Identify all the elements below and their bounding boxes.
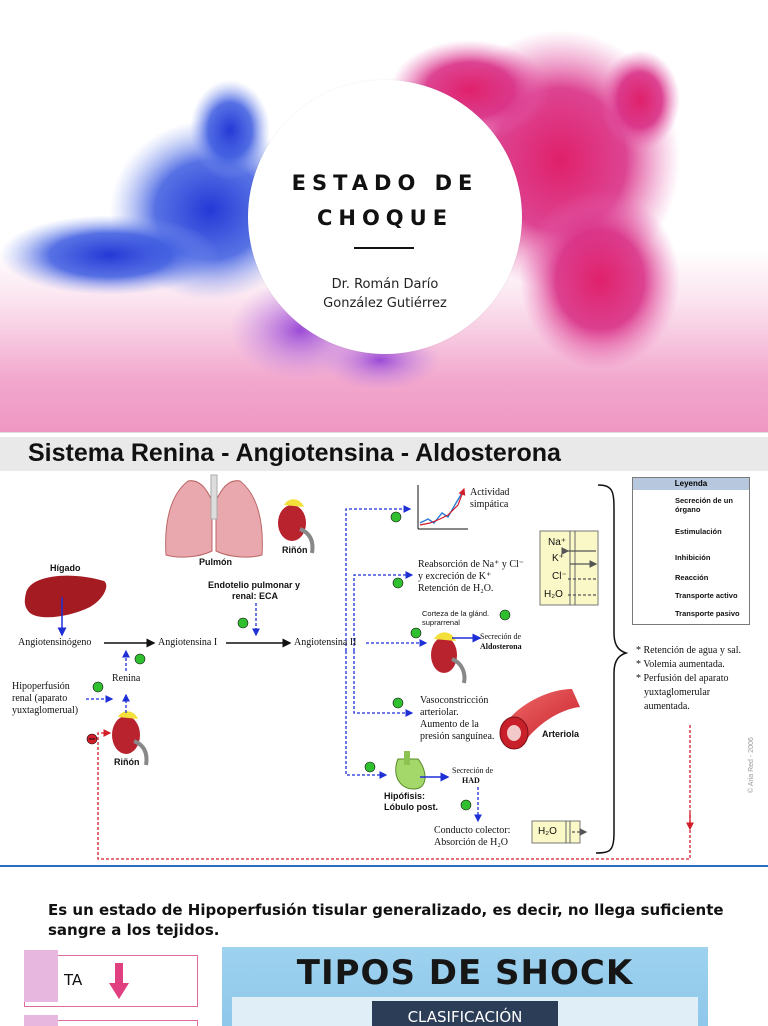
ta-card-2-accent — [24, 1015, 58, 1026]
ions-box — [539, 530, 599, 606]
label-vasoconstriction: arteriolar. — [420, 707, 459, 718]
label-liver: Hígado — [50, 563, 81, 573]
legend-item: Transporte activo — [675, 591, 738, 600]
title-line: CHOQUE — [316, 206, 454, 230]
legend-item: Reacción — [675, 573, 709, 582]
label-had: HAD — [462, 776, 480, 785]
label-renin: Renina — [112, 673, 141, 684]
author-line: Dr. Román Darío — [331, 277, 439, 292]
label-vasoconstriction: presión sanguínea. — [420, 731, 495, 742]
label-ion-h2o: H₂O — [544, 589, 563, 600]
pituitary-icon — [395, 751, 426, 790]
label-lungs: Pulmón — [199, 557, 232, 567]
stimulation-branch — [345, 505, 412, 651]
blue-ink — [190, 80, 270, 180]
label-hypoperfusion: renal (aparato — [12, 693, 68, 704]
summary-line: aumentada. — [644, 701, 690, 712]
stimulation-branch — [353, 651, 414, 717]
label-ion-k: K⁺ — [552, 553, 564, 564]
kidney-icon — [112, 711, 149, 766]
label-hypoperfusion: Hipoperfusión — [12, 681, 70, 692]
label-vasoconstriction: Aumento de la — [420, 719, 479, 730]
label-sympathetic: Actividad — [470, 487, 510, 498]
label-collecting-duct: Conducto colector: — [434, 825, 511, 836]
label-sympathetic: simpática — [470, 499, 509, 510]
summary-line: * Retención de agua y sal. — [636, 645, 741, 656]
stimulation-markers — [92, 511, 511, 811]
title-slide: ESTADO DE CHOQUE Dr. Román Darío Gonzále… — [0, 0, 768, 432]
collecting-duct-box — [531, 820, 588, 844]
lungs-icon — [165, 474, 263, 558]
label-aldosterone: Aldosterona — [480, 642, 522, 651]
kidney-icon — [278, 499, 315, 554]
definition-slide: Es un estado de Hipoperfusión tisular ge… — [0, 865, 768, 1026]
title-circle — [248, 80, 522, 354]
definition-text: Es un estado de Hipoperfusión tisular ge… — [48, 901, 724, 939]
legend-item: Secreción de un órgano — [675, 496, 733, 514]
author-line: González Gutiérrez — [323, 296, 447, 311]
label-reabsorption: Reabsorción de Na⁺ y Cl⁻ — [418, 559, 525, 570]
ta-label: TA — [64, 971, 83, 989]
raas-diagram-slide: Sistema Renina - Angiotensina - Aldoster… — [0, 432, 768, 865]
pink-ink — [520, 190, 680, 370]
summary-line: * Volemia aumentada. — [636, 659, 725, 670]
shock-subtitle: CLASIFICACIÓN — [372, 1001, 558, 1026]
legend: Leyenda Secreción de un órgano Estimulac… — [632, 477, 750, 625]
sympathetic-activity-icon — [417, 485, 468, 530]
label-aldosterone-secretion: Secreción de — [480, 632, 522, 641]
label-kidney-bottom: Riñón — [114, 757, 140, 767]
liver-icon — [24, 575, 107, 618]
shock-types-banner: TIPOS DE SHOCK CLASIFICACIÓN — [222, 947, 708, 1026]
inhibition-feedback-line — [97, 725, 691, 860]
label-kidney-top: Riñón — [282, 545, 308, 555]
legend-title: Leyenda — [633, 478, 749, 490]
label-adrenal-cortex: Corteza de la glánd. — [422, 609, 490, 618]
author: Dr. Román Darío González Gutiérrez — [248, 275, 522, 313]
label-pituitary: Lóbulo post. — [384, 802, 438, 812]
stimulation-branch — [353, 571, 414, 651]
title-line: ESTADO DE — [291, 171, 479, 195]
slide-title: Sistema Renina - Angiotensina - Aldoster… — [28, 439, 561, 467]
label-angiotensin-2: Angiotensina II — [294, 637, 357, 648]
legend-item: Estimulación — [675, 527, 722, 536]
pink-ink — [600, 50, 680, 150]
label-adrenal-cortex: suprarrenal — [422, 618, 460, 627]
ta-card-accent — [24, 950, 58, 1002]
label-angiotensinogen: Angiotensinógeno — [18, 637, 92, 648]
summary-line: * Perfusión del aparato — [636, 673, 729, 684]
blue-ink — [0, 215, 220, 295]
label-ion-h2o-bottom: H₂O — [538, 826, 557, 837]
watermark: © Aria Red - 2006 — [748, 737, 755, 793]
summary-brace — [595, 484, 629, 854]
arteriole-icon — [499, 689, 580, 750]
label-pituitary: Hipófisis: — [384, 791, 426, 801]
label-vasoconstriction: Vasoconstricción — [420, 695, 489, 706]
title-divider — [354, 247, 414, 249]
label-had-secretion: Secreción de — [452, 766, 494, 775]
label-reabsorption: y excreción de K⁺ — [418, 571, 492, 582]
label-ion-na: Na⁺ — [548, 537, 567, 548]
label-hypoperfusion: yuxtaglomerual) — [12, 705, 79, 716]
label-endothelium: Endotelio pulmonar y — [208, 580, 301, 590]
label-arteriole: Arteriola — [542, 729, 580, 739]
stimulation-branch — [345, 651, 388, 779]
shock-title: TIPOS DE SHOCK — [296, 953, 634, 993]
legend-item: Transporte pasivo — [675, 609, 740, 618]
label-endothelium: renal: ECA — [232, 591, 279, 601]
label-collecting-duct: Absorción de H₂O — [434, 837, 509, 848]
label-ion-cl: Cl⁻ — [552, 571, 567, 582]
slide-title-bar: Sistema Renina - Angiotensina - Aldoster… — [0, 437, 768, 471]
arrow-down-icon — [109, 963, 129, 999]
summary-line: yuxtaglomerular — [644, 687, 711, 698]
label-angiotensin-1: Angiotensina I — [158, 637, 218, 648]
label-reabsorption: Retención de H₂O. — [418, 583, 494, 594]
legend-item: Inhibición — [675, 553, 711, 562]
raas-diagram — [24, 474, 694, 860]
adrenal-kidney-icon — [431, 632, 467, 684]
slide-title: ESTADO DE CHOQUE — [248, 166, 522, 236]
